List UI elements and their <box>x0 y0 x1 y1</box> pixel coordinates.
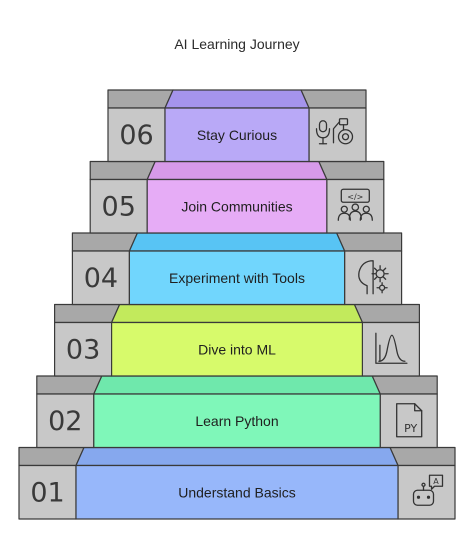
stair-step-04: 04 Experiment with Tools <box>71 232 403 306</box>
stair-step-01: 01 Understand Basics <box>18 446 456 520</box>
right-block-top <box>371 375 438 395</box>
step-front-face <box>128 250 346 306</box>
step-front-face <box>164 107 310 163</box>
step-front-face <box>75 464 399 520</box>
right-block-front <box>326 178 385 234</box>
step-top-face <box>75 446 399 467</box>
right-block-top <box>318 160 385 181</box>
right-block-top <box>300 89 367 109</box>
right-block-front <box>397 464 456 520</box>
step-front-face <box>146 178 328 234</box>
step-number: 04 <box>84 263 118 294</box>
step-top-face <box>164 89 310 109</box>
step-top-face <box>128 232 346 252</box>
step-label: Stay Curious <box>197 127 277 143</box>
right-block-front <box>361 321 420 377</box>
step-label: Understand Basics <box>178 484 296 500</box>
stair-step-06: 06 Stay Curious <box>107 89 367 163</box>
step-front-face <box>110 321 363 377</box>
step-number: 06 <box>119 120 153 151</box>
left-block-top <box>89 160 156 181</box>
diagram-title: AI Learning Journey <box>174 36 300 52</box>
stair-step-05: 05 Join Communities <box>89 160 385 234</box>
left-block-top <box>53 303 121 324</box>
step-number: 03 <box>66 334 100 365</box>
left-block-top <box>107 89 174 109</box>
step-label: Dive into ML <box>198 341 276 357</box>
step-number: 02 <box>48 406 82 437</box>
step-front-face <box>93 393 381 449</box>
step-top-face <box>110 303 363 324</box>
left-block-top <box>18 446 85 467</box>
step-top-face <box>93 375 381 395</box>
right-block-top <box>389 446 456 467</box>
step-label: Join Communities <box>181 198 292 214</box>
step-label: Learn Python <box>195 413 278 429</box>
right-block-front <box>379 393 438 449</box>
stair-step-02: 02 Learn Python <box>36 375 438 449</box>
right-block-top <box>336 232 403 252</box>
step-number: 05 <box>102 191 136 222</box>
step-number: 01 <box>30 477 64 508</box>
stair-step-03: 03 Dive into ML <box>53 303 420 377</box>
right-block-top <box>353 303 420 324</box>
left-block-top <box>36 375 103 395</box>
step-label: Experiment with Tools <box>169 270 305 286</box>
step-top-face <box>146 160 328 181</box>
left-block-top <box>71 232 138 252</box>
